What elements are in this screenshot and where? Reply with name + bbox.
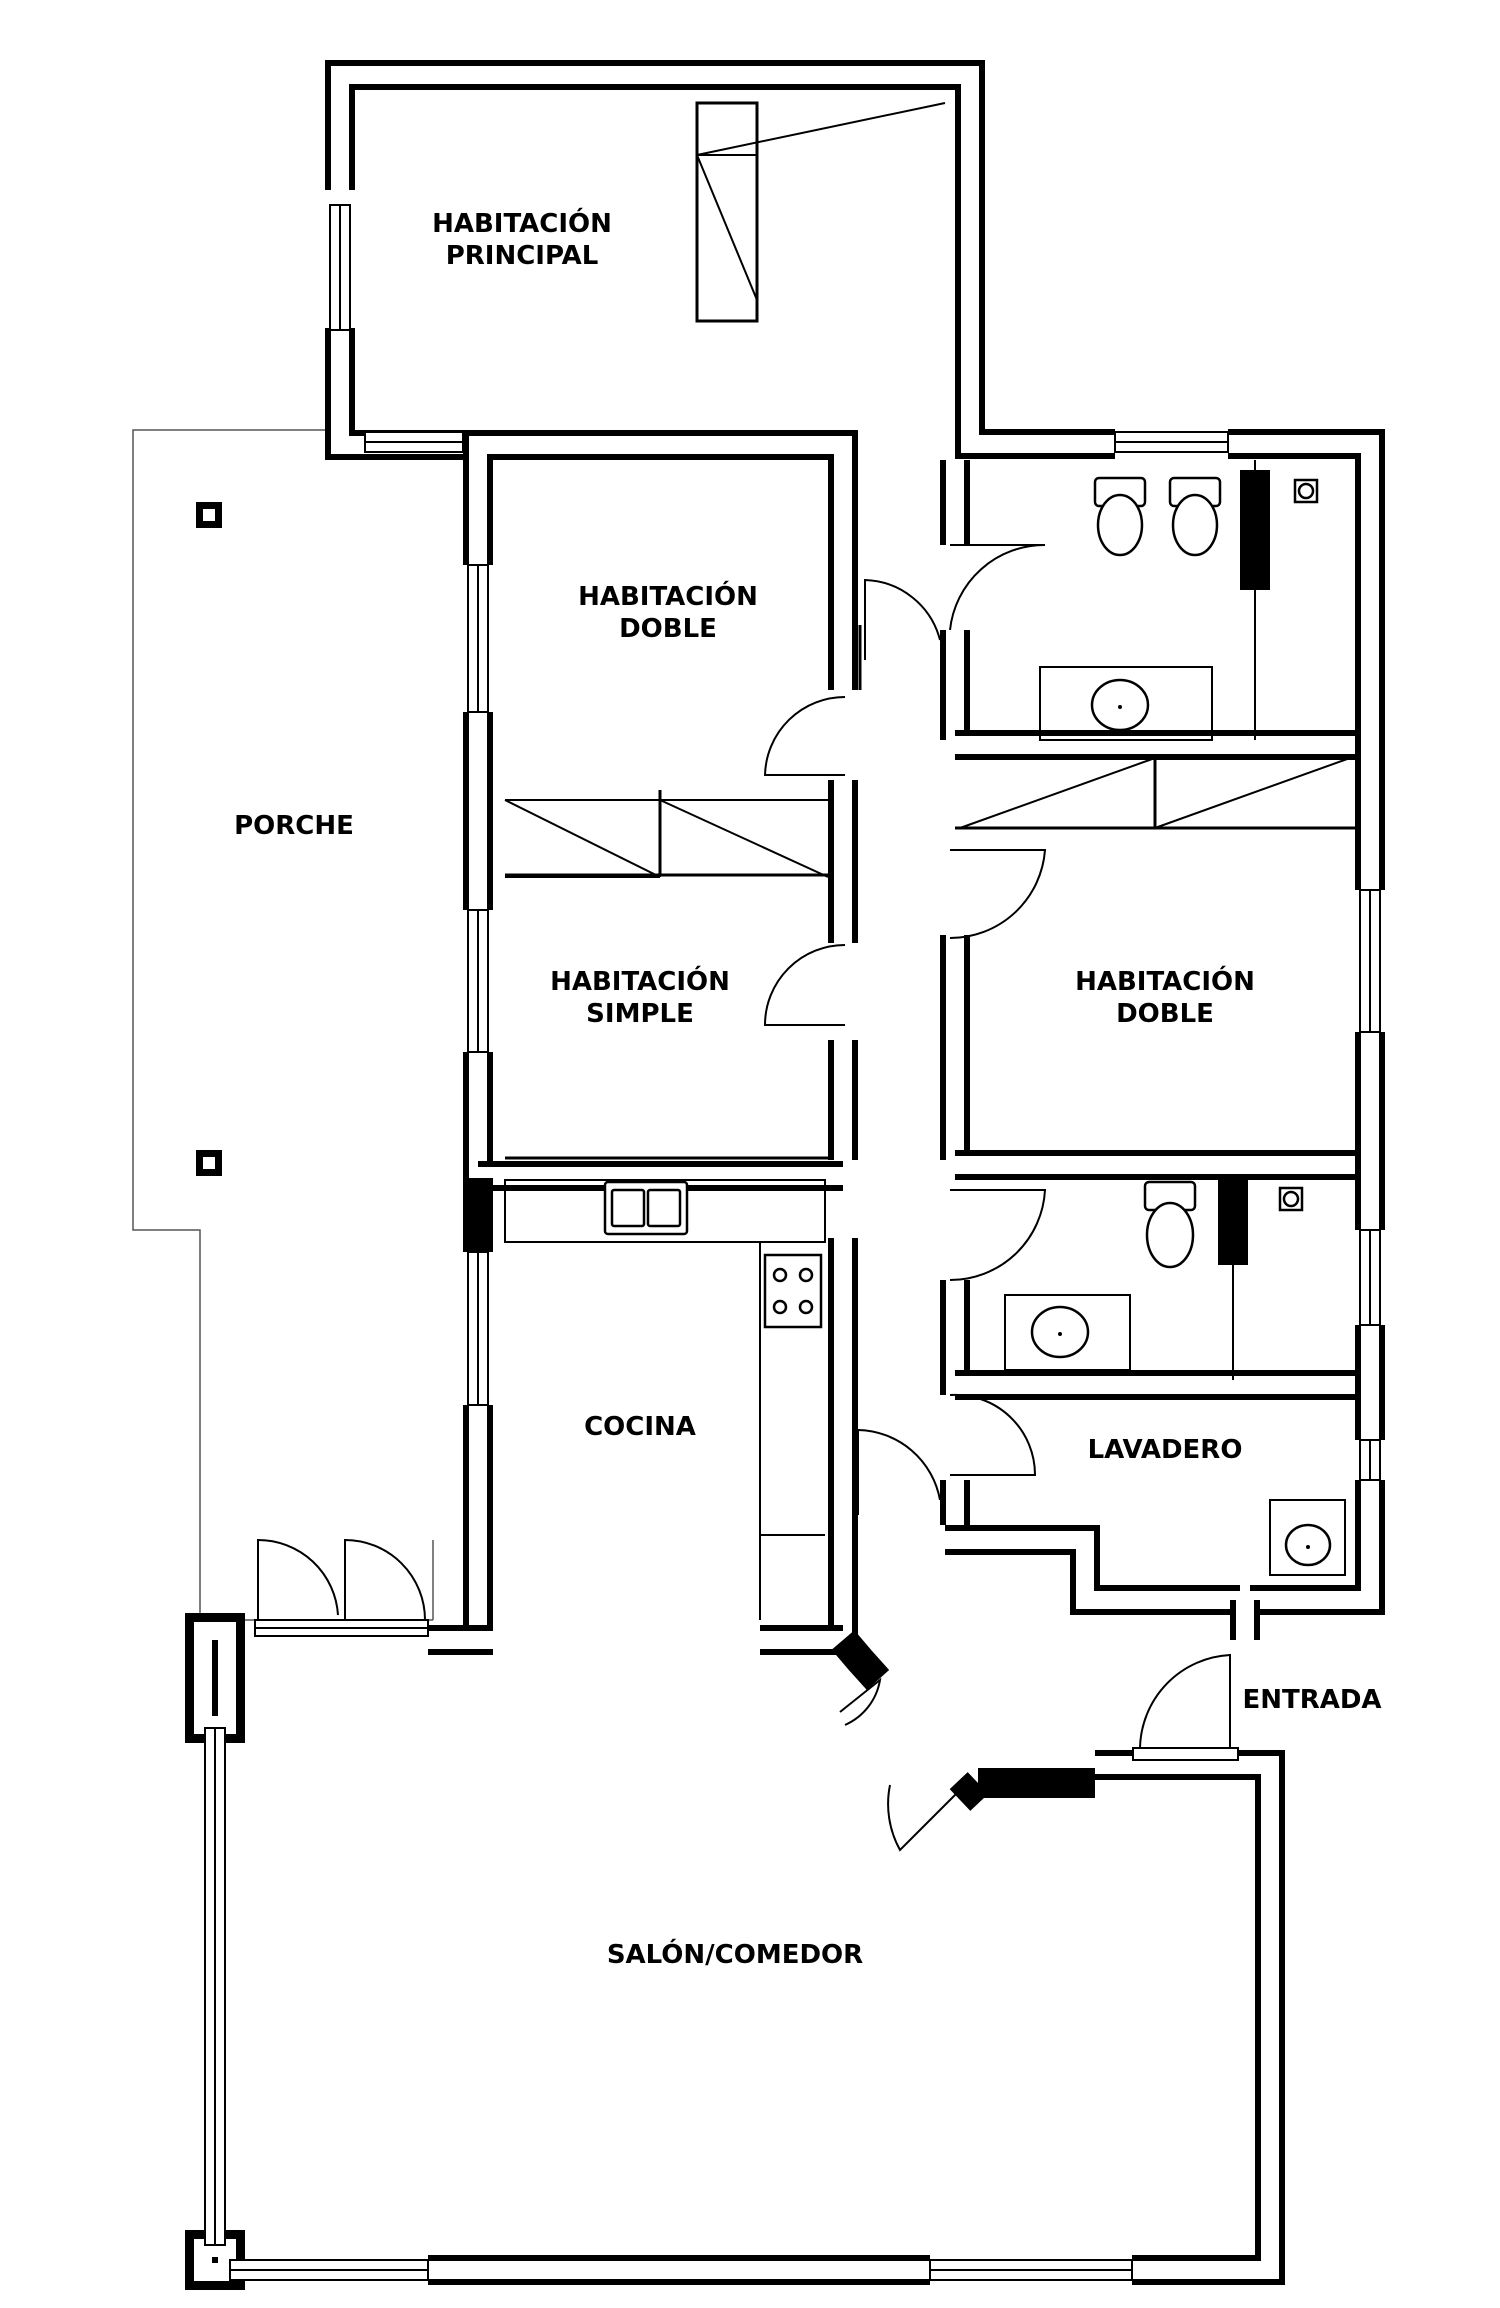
windows	[204, 204, 1381, 2281]
double-bedroom-right-label-line2: DOBLE	[1116, 999, 1214, 1029]
single-bedroom-label-line2: SIMPLE	[586, 999, 694, 1029]
master-bedroom-label-line2: PRINCIPAL	[446, 241, 599, 271]
room-labels: HABITACIÓN PRINCIPAL HABITACIÓN DOBLE PO…	[234, 207, 1381, 1970]
fixtures	[504, 476, 1346, 1620]
single-bedroom-label-line1: HABITACIÓN	[550, 965, 730, 997]
double-bedroom-right-label-line1: HABITACIÓN	[1075, 965, 1255, 997]
porch-columns	[196, 502, 222, 1176]
porch-label: PORCHE	[234, 811, 354, 841]
kitchen-label: COCINA	[584, 1412, 696, 1442]
double-bedroom-left-label-line2: DOBLE	[619, 614, 717, 644]
living-dining-label: SALÓN/COMEDOR	[607, 1938, 863, 1970]
double-bedroom-left-label-line1: HABITACIÓN	[578, 580, 758, 612]
master-bedroom-label-line1: HABITACIÓN	[432, 207, 612, 239]
laundry-label: LAVADERO	[1088, 1435, 1243, 1465]
porch-outline	[132, 429, 434, 1621]
entrance-label: ENTRADA	[1242, 1685, 1381, 1715]
walls	[185, 60, 1385, 2290]
doors	[257, 543, 1231, 1852]
closets	[504, 101, 1351, 878]
